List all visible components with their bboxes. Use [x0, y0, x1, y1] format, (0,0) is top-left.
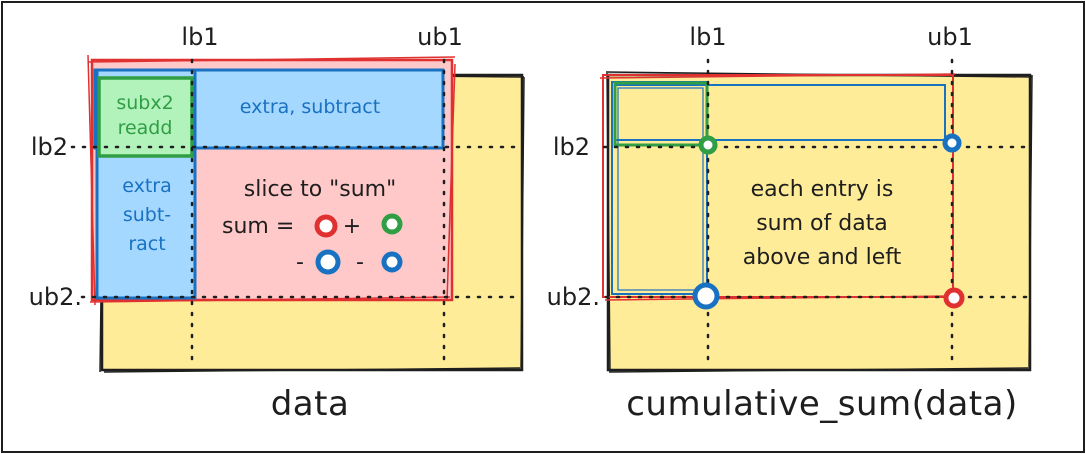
left-sum-eq-text: sum =	[222, 214, 294, 239]
left-guides	[70, 58, 524, 368]
blue-dot-icon	[381, 251, 403, 273]
right-green-outline	[613, 81, 709, 147]
right-text-2: sum of data	[756, 211, 888, 236]
right-text-1: each entry is	[751, 177, 894, 202]
left-diagram: lb1 ub1 lb2 ub2. subx2 readd extra, subt…	[29, 23, 525, 424]
left-plus-text: +	[343, 214, 361, 239]
right-data-rect	[606, 73, 1032, 372]
left-corner-text-2: readd	[118, 117, 173, 139]
left-minus2-text: -	[356, 250, 364, 275]
right-ub1-label: ub1	[927, 23, 973, 51]
right-diagram: lb1 ub1 lb2 ub2. each entry is sum of da…	[547, 23, 1033, 424]
left-minus1-text: -	[296, 250, 304, 275]
left-caption: data	[271, 384, 350, 424]
right-red-outline	[602, 74, 954, 298]
left-lb2-label: lb2	[31, 133, 68, 161]
blue-dot-icon	[942, 133, 962, 153]
green-dot-icon	[698, 135, 718, 155]
left-sum-region-sketch	[87, 54, 456, 306]
red-dot-icon	[314, 214, 338, 238]
right-caption: cumulative_sum(data)	[626, 384, 1018, 424]
blue-dot-icon	[692, 282, 720, 310]
right-text-3: above and left	[743, 245, 902, 270]
left-lb1-label: lb1	[181, 23, 218, 51]
right-ub2-label: ub2.	[547, 283, 600, 311]
left-top-strip-text: extra, subtract	[240, 96, 380, 118]
right-blue-outline-inner	[617, 87, 704, 291]
left-slice-text: slice to "sum"	[244, 177, 396, 202]
left-ub1-label: ub1	[417, 23, 463, 51]
left-side-text-1: extra	[122, 175, 172, 197]
blue-dot-icon	[315, 249, 341, 275]
right-lb2-label: lb2	[553, 133, 590, 161]
red-dot-icon	[943, 287, 965, 309]
left-corner-text-1: subx2	[116, 92, 173, 114]
left-side-text-2: subt-	[123, 204, 171, 226]
left-side-text-3: ract	[128, 233, 165, 255]
left-ub2-label: ub2.	[29, 283, 82, 311]
green-dot-icon	[381, 213, 403, 235]
right-lb1-label: lb1	[689, 23, 726, 51]
